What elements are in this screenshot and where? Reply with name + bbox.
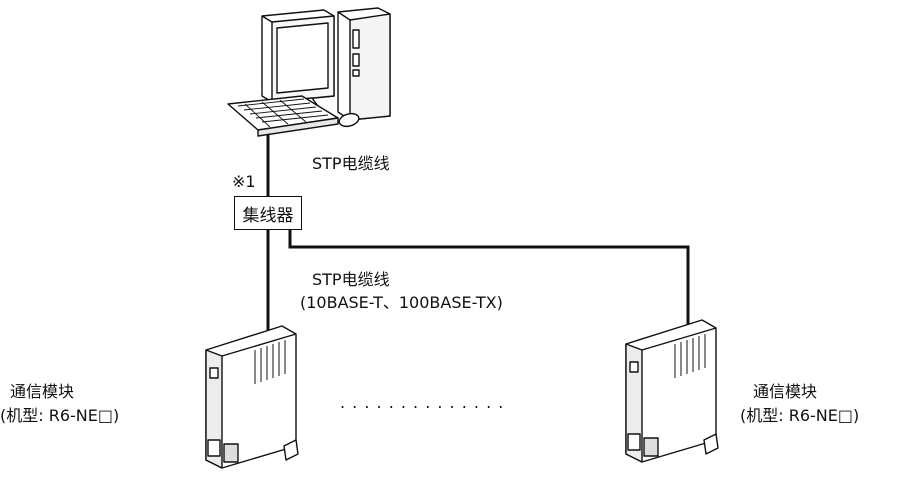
desktop-computer-icon — [227, 7, 391, 137]
cable-spec-label: (10BASE-T、100BASE-TX) — [300, 293, 503, 312]
note-mark: ※1 — [232, 172, 256, 191]
communication-module-icon — [205, 325, 299, 469]
cable-label-top: STP电缆线 — [312, 154, 390, 173]
hub-box: 集线器 — [234, 196, 302, 230]
communication-module-icon — [625, 319, 719, 463]
cable-hub-to-right-module — [288, 230, 690, 332]
ellipsis: . . . . . . . . . . . . . . — [340, 393, 505, 412]
hub-label: 集线器 — [242, 205, 294, 226]
module-right-model: (机型: R6-NE□) — [740, 406, 860, 425]
module-right-title: 通信模块 — [753, 382, 818, 401]
module-left-title: 通信模块 — [10, 382, 75, 401]
cable-label-mid: STP电缆线 — [312, 270, 390, 289]
module-left-model: (机型: R6-NE□) — [0, 406, 120, 425]
